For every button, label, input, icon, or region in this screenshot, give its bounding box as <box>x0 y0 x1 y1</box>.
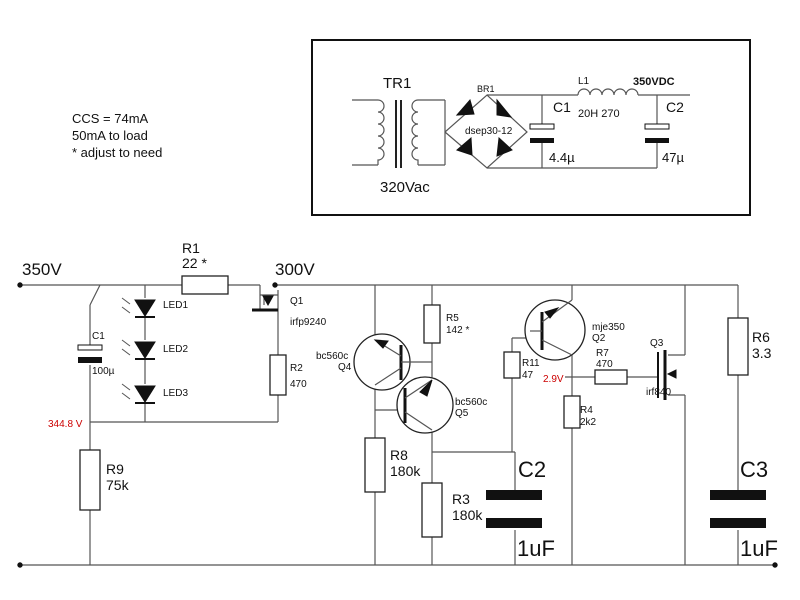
r11-value: 47 <box>522 370 534 381</box>
c2-label: C2 <box>518 457 546 482</box>
r8-value: 180k <box>390 463 421 479</box>
transistor-q2 <box>524 299 586 361</box>
resistor-r7 <box>594 369 628 385</box>
transformer-tr1 <box>352 99 445 168</box>
c3-label: C3 <box>740 457 768 482</box>
r9-label: R9 <box>106 461 124 477</box>
q5-part: bc560c <box>455 397 487 408</box>
diode-icon <box>456 136 473 156</box>
resistor-r6 <box>727 317 749 376</box>
psu-box <box>311 39 751 216</box>
r4-value: 2k2 <box>580 417 597 428</box>
transistor-q5 <box>396 376 454 434</box>
resistor-r2 <box>269 354 287 396</box>
resistor-r11 <box>503 351 521 379</box>
q4-part: bc560c <box>316 351 348 362</box>
c1-value: 100µ <box>92 366 115 377</box>
bridge-rectifier-br1 <box>444 94 657 169</box>
r2-value: 470 <box>290 379 307 390</box>
rail-350v-label: 350V <box>22 260 62 279</box>
q5-label: Q5 <box>455 408 469 419</box>
led1-label: LED1 <box>163 300 188 311</box>
capacitor-c3 <box>710 490 766 528</box>
r6-value: 3.3 <box>752 345 772 361</box>
tr1-label: TR1 <box>383 75 411 92</box>
led2-label: LED2 <box>163 344 188 355</box>
psu-capacitor-c2 <box>644 95 670 168</box>
ac-voltage-label: 320Vac <box>380 179 430 196</box>
r9-value: 75k <box>106 477 130 493</box>
mosfet-q1 <box>252 294 278 312</box>
q3-label: Q3 <box>650 338 664 349</box>
c3-value: 1uF <box>740 536 778 561</box>
br1-part-label: dsep30-12 <box>465 126 513 137</box>
r1-value: 22 * <box>182 255 207 271</box>
led3-label: LED3 <box>163 388 188 399</box>
c2-value: 1uF <box>517 536 555 561</box>
resistor-r1 <box>181 275 229 295</box>
r4-label: R4 <box>580 405 593 416</box>
led-led1 <box>121 297 156 318</box>
terminal-ground-right <box>772 562 778 568</box>
q3-part: irf840 <box>646 387 671 398</box>
l1-value: 20H 270 <box>578 108 620 120</box>
q1-part: irfp9240 <box>290 317 327 328</box>
diode-icon <box>496 136 513 157</box>
terminal-ground <box>17 562 23 568</box>
diode-icon <box>455 98 475 116</box>
r3-label: R3 <box>452 491 470 507</box>
resistor-r4 <box>563 395 581 429</box>
r8-label: R8 <box>390 447 408 463</box>
r5-value: 142 * <box>446 325 469 336</box>
q4-label: Q4 <box>338 362 352 373</box>
mosfet-q3 <box>657 350 677 400</box>
psu-c1-label: C1 <box>553 99 571 115</box>
q2-label: Q2 <box>592 333 606 344</box>
resistor-r8 <box>364 437 386 493</box>
resistor-r3 <box>421 482 443 538</box>
node-voltage-label: 344.8 V <box>48 419 83 430</box>
l1-label: L1 <box>578 76 590 87</box>
transistor-q4 <box>353 333 432 391</box>
capacitor-c1 <box>77 344 103 363</box>
q2-part: mje350 <box>592 322 625 333</box>
psu-c2-label: C2 <box>666 99 684 115</box>
terminal-300v <box>272 282 278 288</box>
r2-label: R2 <box>290 363 303 374</box>
c1-label: C1 <box>92 331 105 342</box>
capacitor-c2 <box>486 490 542 528</box>
resistor-r9 <box>79 449 101 511</box>
psu-capacitor-c1 <box>529 95 555 168</box>
r5-label: R5 <box>446 313 459 324</box>
note-ccs: CCS = 74mA <box>72 111 149 126</box>
r11-label: R11 <box>522 358 540 369</box>
r7-label: R7 <box>596 348 609 359</box>
psu-c1-value: 4.4µ <box>549 150 575 165</box>
r3-value: 180k <box>452 507 483 523</box>
psu-c2-value: 47µ <box>662 150 684 165</box>
diode-icon <box>496 98 513 118</box>
wiring <box>20 284 775 566</box>
led-led3 <box>121 383 156 404</box>
node-voltage2-label: 2.9V <box>543 374 564 385</box>
q1-label: Q1 <box>290 296 304 307</box>
note-load: 50mA to load <box>72 128 148 143</box>
r1-label: R1 <box>182 240 200 256</box>
note-adjust: * adjust to need <box>72 145 162 160</box>
led-led2 <box>121 339 156 360</box>
rail-300v-label: 300V <box>275 260 315 279</box>
choke-l1 <box>577 88 690 96</box>
dc-out-label: 350VDC <box>633 76 675 88</box>
terminal-350v <box>17 282 23 288</box>
resistor-r5 <box>423 304 441 344</box>
r7-value: 470 <box>596 359 613 370</box>
br1-label: BR1 <box>477 84 495 94</box>
r6-label: R6 <box>752 329 770 345</box>
